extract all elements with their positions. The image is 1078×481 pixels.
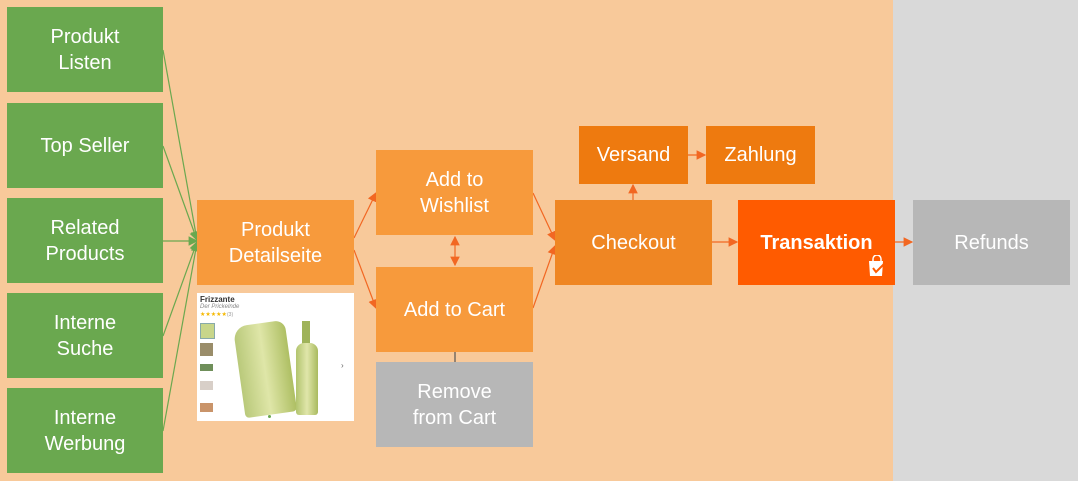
node-top-seller: Top Seller [7,103,163,188]
shopping-bag-check-icon [869,255,886,276]
thumbnail[interactable] [200,403,213,412]
product-title: Frizzante [200,295,235,304]
edge-listen-detail [162,49,201,242]
node-interne-werbung: Interne Werbung [7,388,163,473]
next-arrow-icon[interactable]: › [341,361,344,370]
carousel-dot[interactable] [268,415,271,418]
node-add-to-cart: Add to Cart [376,267,533,352]
node-checkout: Checkout [555,200,712,285]
thumbnail[interactable] [200,381,213,390]
thumbnail[interactable] [200,364,213,371]
node-interne-suche: Interne Suche [7,293,163,378]
node-related-products: Related Products [7,198,163,283]
node-transaktion: Transaktion [738,200,895,285]
node-zahlung: Zahlung [706,126,815,184]
bottle-large [232,319,298,419]
rating-count: (3) [227,312,234,318]
edge-topseller-detail [162,145,199,242]
transaktion-label: Transaktion [760,231,873,254]
product-screenshot: Frizzante Der Prickelnde ★★★★★ (3) › [197,293,354,421]
edge-detail-wishlist [353,191,377,239]
node-produkt-listen: Produkt Listen [7,7,163,92]
edge-suche-detail [162,240,199,337]
edge-wishlist-checkout [532,192,556,242]
node-produkt-detailseite: Produkt Detailseite [197,200,354,285]
edge-werbung-detail [162,241,201,432]
edge-cart-checkout [532,244,557,309]
thumbnail[interactable] [200,323,215,339]
node-add-to-wishlist: Add to Wishlist [376,150,533,235]
node-refunds: Refunds [913,200,1070,285]
edge-detail-cart [353,249,378,310]
bottle-small [296,343,318,415]
bottle-neck [302,321,310,349]
rating-stars-icon: ★★★★★ [200,312,227,318]
thumbnail[interactable] [200,343,213,356]
node-versand: Versand [579,126,688,184]
node-remove-from-cart: Remove from Cart [376,362,533,447]
product-subtitle: Der Prickelnde [200,304,240,310]
